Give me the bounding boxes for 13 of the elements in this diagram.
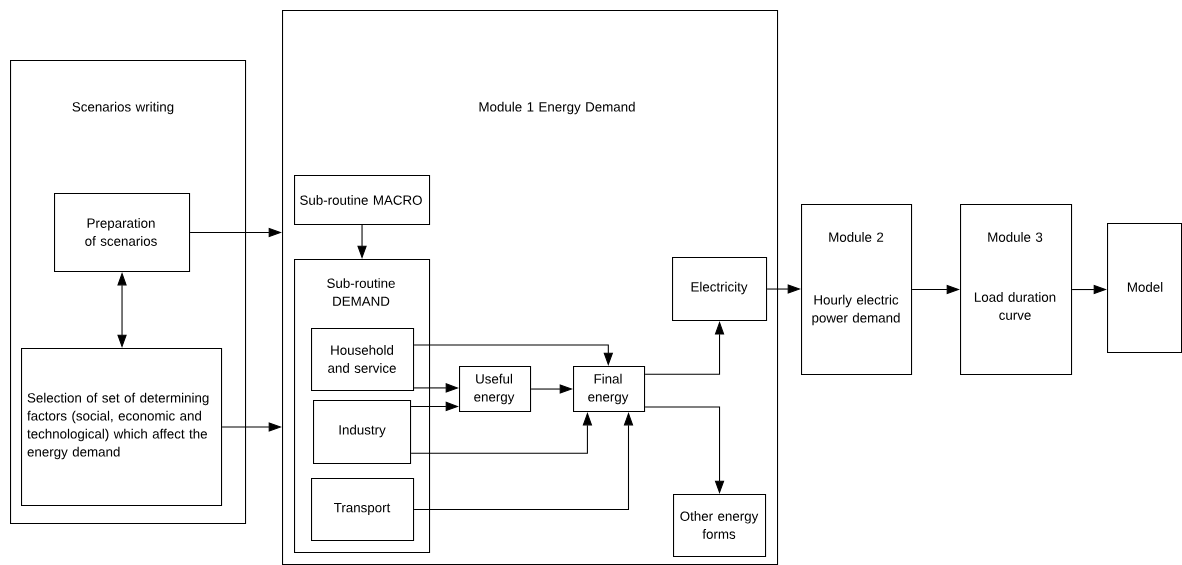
model-box: Model: [1107, 223, 1182, 354]
module-box: Module 2 Hourly electric power demand: [801, 204, 913, 376]
sector-box: Transport: [311, 478, 415, 542]
output-box: Electricity: [672, 257, 768, 322]
process-box: Preparation of scenarios: [54, 193, 191, 273]
module-box: Module 3 Load duration curve: [960, 204, 1073, 376]
output-box: Other energy forms: [673, 494, 767, 558]
process-box: Selection of set of determining factors (social, economic and technological) which affect the energy demand: [21, 348, 223, 507]
process-box: Useful energy: [459, 366, 532, 413]
sector-box: Household and service: [311, 328, 415, 392]
sector-box: Industry: [313, 400, 412, 465]
process-box: Final energy: [573, 366, 646, 413]
subroutine-box: Sub-routine MACRO: [294, 175, 431, 226]
